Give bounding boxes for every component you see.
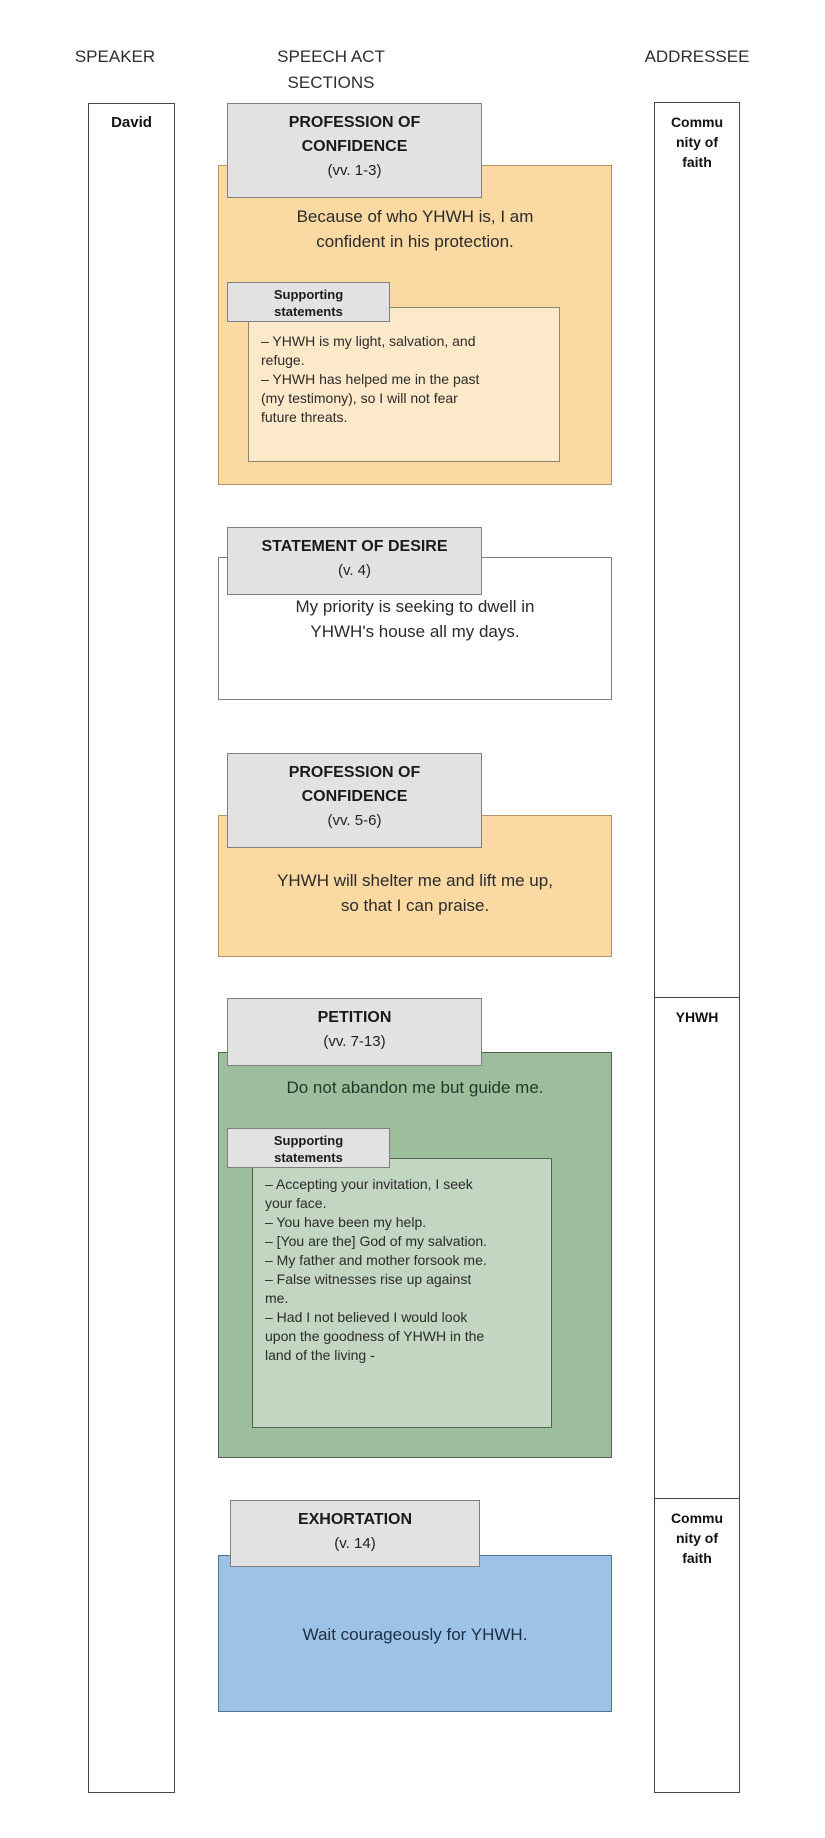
speaker-label: David bbox=[111, 114, 152, 131]
section-title: PROFESSION OF CONFIDENCE bbox=[288, 114, 421, 155]
supporting-statements-list: – Accepting your invitation, I seek your… bbox=[253, 1159, 551, 1371]
addressee-column-header: ADDRESSEE bbox=[644, 47, 750, 66]
section-verse: (vv. 1-3) bbox=[327, 162, 382, 179]
section-body-exhortation: Wait courageously for YHWH. bbox=[218, 1555, 612, 1712]
addressee-segment-label: Commu nity of faith bbox=[670, 114, 724, 170]
speech-act-sections-header: SPEECH ACT SECTIONS bbox=[277, 47, 385, 92]
addressee-segment-label: Commu nity of faith bbox=[670, 1510, 724, 1566]
section-verse: (v. 4) bbox=[337, 562, 372, 579]
supporting-statement-item: – Accepting your invitation, I seek your… bbox=[265, 1176, 473, 1211]
supporting-statements-box: – Accepting your invitation, I seek your… bbox=[252, 1158, 552, 1428]
speaker-column-header: SPEAKER bbox=[74, 47, 156, 66]
section-statement: YHWH will shelter me and lift me up, so … bbox=[277, 871, 553, 915]
addressee-segment: Commu nity of faith bbox=[655, 1498, 739, 1794]
supporting-statement-item: – YHWH has helped me in the past (my tes… bbox=[261, 371, 480, 425]
supporting-statement-item: – False witnesses rise up against me. bbox=[265, 1271, 472, 1306]
supporting-statement-item: – [You are the] God of my salvation. bbox=[265, 1233, 488, 1249]
supporting-statements-label: Supporting statements bbox=[227, 1128, 390, 1168]
section-verse: (vv. 7-13) bbox=[323, 1033, 386, 1050]
section-title: PROFESSION OF CONFIDENCE bbox=[288, 764, 421, 805]
section-title: PETITION bbox=[317, 1009, 392, 1026]
section-title: STATEMENT OF DESIRE bbox=[261, 538, 448, 555]
section-title: EXHORTATION bbox=[297, 1511, 413, 1528]
supporting-statements-label: Supporting statements bbox=[227, 282, 390, 322]
section-header-profession-2: PROFESSION OF CONFIDENCE (vv. 5-6) bbox=[227, 753, 482, 848]
section-statement: Because of who YHWH is, I am confident i… bbox=[296, 207, 534, 251]
section-statement: My priority is seeking to dwell in YHWH'… bbox=[295, 597, 535, 641]
section-header-profession-1: PROFESSION OF CONFIDENCE (vv. 1-3) bbox=[227, 103, 482, 198]
speaker-column: David bbox=[88, 103, 175, 1793]
supporting-statement-item: – You have been my help. bbox=[265, 1214, 427, 1230]
addressee-segment: YHWH bbox=[655, 997, 739, 1498]
supporting-statement-item: – YHWH is my light, salvation, and refug… bbox=[261, 333, 476, 368]
section-header-exhortation: EXHORTATION (v. 14) bbox=[230, 1500, 480, 1567]
addressee-column: Commu nity of faith YHWH Commu nity of f… bbox=[654, 102, 740, 1793]
section-verse: (v. 14) bbox=[334, 1535, 376, 1552]
section-statement: Do not abandon me but guide me. bbox=[286, 1078, 544, 1097]
supporting-statement-item: – Had I not believed I would look upon t… bbox=[265, 1309, 485, 1363]
supporting-statements-list: – YHWH is my light, salvation, and refug… bbox=[249, 308, 559, 433]
addressee-segment-label: YHWH bbox=[675, 1009, 719, 1025]
section-verse: (vv. 5-6) bbox=[327, 812, 382, 829]
addressee-segment: Commu nity of faith bbox=[655, 103, 739, 997]
supporting-statements-box: – YHWH is my light, salvation, and refug… bbox=[248, 307, 560, 462]
section-header-desire: STATEMENT OF DESIRE (v. 4) bbox=[227, 527, 482, 595]
section-statement: Wait courageously for YHWH. bbox=[302, 1625, 528, 1644]
supporting-statement-item: – My father and mother forsook me. bbox=[265, 1252, 487, 1268]
section-header-petition: PETITION (vv. 7-13) bbox=[227, 998, 482, 1066]
